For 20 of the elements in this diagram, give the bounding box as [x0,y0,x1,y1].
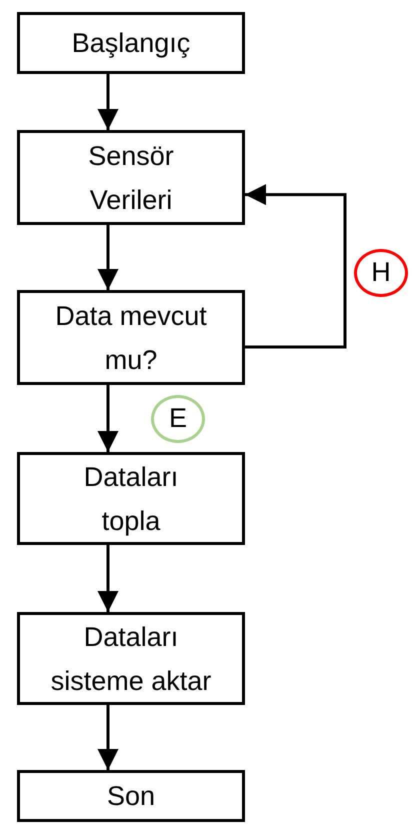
process-box [17,12,245,74]
arrow [98,74,118,130]
edge-label: H [354,248,408,297]
process-box [17,290,245,385]
box-text: Başlangıç [72,27,190,60]
box-text: Dataları topla [82,460,180,538]
arrow [98,385,118,452]
box-text: Data mevcut mu? [54,300,208,376]
arrow [98,225,118,290]
process-box [17,770,245,822]
process-box [17,612,245,705]
edge-label: E [151,394,205,442]
arrow [98,705,118,770]
arrow [245,184,346,348]
box-text: Son [106,780,156,813]
box-text: Sensör Verileri [87,140,175,216]
process-box [17,130,245,225]
box-text: Dataları sisteme aktar [50,620,212,698]
arrow [98,545,118,612]
process-box [17,452,245,545]
